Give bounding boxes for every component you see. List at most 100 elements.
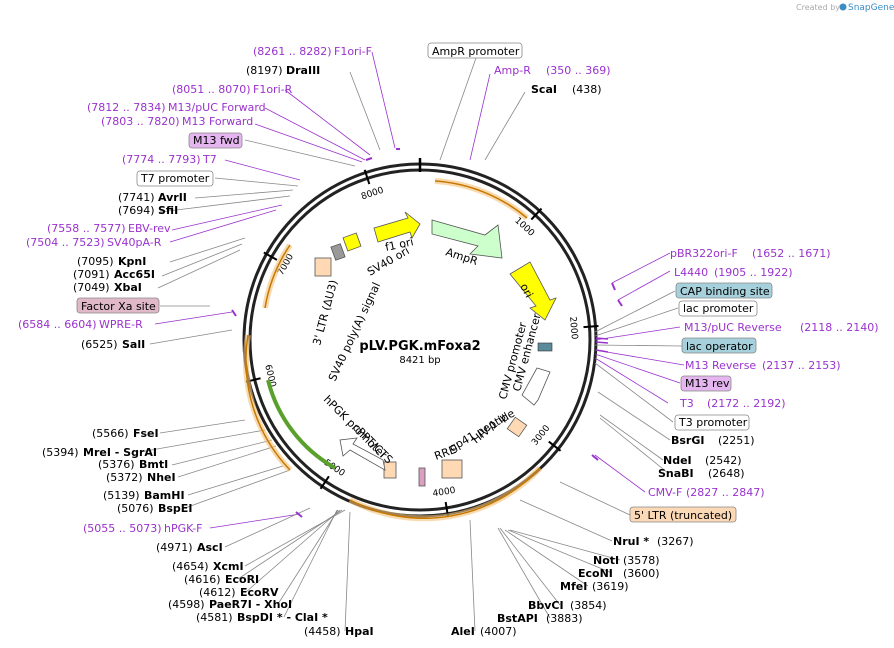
hiv-psi-feature — [506, 416, 528, 438]
ampr-outer-arrow — [434, 180, 528, 219]
label-sv40pa-r: SV40pA-R — [107, 236, 162, 249]
label-xbai-pos: (7049) — [73, 281, 110, 294]
label-bamhi: BamHI — [144, 489, 185, 502]
label-bmti-pos: (5376) — [98, 458, 135, 471]
label-bbvci-pos: (3854) — [570, 599, 607, 612]
tick-label-4000: 4000 — [432, 486, 456, 500]
label-ampr-primer-range: (350 .. 369) — [546, 64, 611, 77]
label-sali: SalI — [122, 338, 145, 351]
label-kpni: KpnI — [118, 255, 146, 268]
ltr3-feature — [314, 257, 332, 277]
label-fsei: FseI — [133, 427, 159, 440]
label-paer7i: PaeR7I - XhoI — [209, 598, 292, 611]
label-bspei-pos: (5076) — [117, 502, 154, 515]
label-m13-forward-range: (7803 .. 7820) — [101, 115, 180, 128]
label-m13-fwd: M13 fwd — [193, 134, 240, 147]
label-mrei-sgrai: MreI - SgrAI — [83, 446, 157, 459]
label-m13-reverse-range: (2137 .. 2153) — [762, 359, 841, 372]
label-noti: NotI — [593, 554, 619, 567]
label-ltr5: 5' LTR (truncated) — [634, 509, 732, 522]
label-snabi: SnaBI — [658, 467, 694, 480]
label-f1ori-f-range: (8261 .. 8282) — [253, 45, 332, 58]
label-m13puc-rev-range: (2118 .. 2140) — [800, 321, 879, 334]
label-mfei-pos: (3619) — [592, 580, 629, 593]
leader-lines — [139, 51, 685, 632]
label-avrii: AvrII — [158, 191, 187, 204]
box-factor-xa — [76, 297, 160, 314]
plasmid-name: pLV.PGK.mFoxa2 — [359, 339, 480, 354]
tick-label-8000: 8000 — [360, 186, 385, 203]
gray-feature — [330, 243, 346, 261]
label-bsrgi-pos: (2251) — [718, 434, 755, 447]
label-dra3: DraIII — [286, 64, 320, 77]
label-t7-promoter: T7 promoter — [140, 172, 210, 185]
label-l4440-range: (1905 .. 1922) — [714, 266, 793, 279]
left-outer-arrow — [245, 334, 291, 471]
tick-label-2000: 2000 — [567, 316, 579, 340]
label-m13puc-fwd-range: (7812 .. 7834) — [87, 101, 166, 114]
label-fsei-pos: (5566) — [92, 427, 129, 440]
label-m13-reverse: M13 Reverse — [685, 359, 756, 372]
ori-feature — [509, 261, 557, 321]
label-alei-pos: (4007) — [480, 625, 517, 638]
hpgk-promoter-feature — [339, 437, 386, 471]
ltr-outer-arrow — [264, 244, 291, 309]
label-ecori: EcoRI — [225, 573, 259, 586]
tick-label-3000: 3000 — [530, 423, 552, 447]
green-arc — [266, 379, 336, 470]
label-paer7i-pos: (4598) — [168, 598, 205, 611]
label-nhei: NheI — [147, 471, 176, 484]
label-pbr322ori-f: pBR322ori-F — [670, 247, 738, 260]
inner-features — [314, 211, 557, 487]
plasmid-size: 8421 bp — [399, 355, 440, 366]
label-bstapi: BstAPI — [497, 612, 538, 625]
box-m13-fwd — [188, 132, 243, 149]
label-hpgk-f: hPGK-F — [164, 522, 202, 535]
tick-mark-8000 — [363, 169, 371, 185]
label-lac-promoter: lac promoter — [683, 302, 754, 315]
label-nrui: NruI * — [613, 535, 649, 548]
label-t3-range: (2172 .. 2192) — [707, 397, 786, 410]
label-f1ori-r: F1ori-R — [253, 83, 293, 96]
label-ori: ori — [517, 281, 535, 300]
label-sfii-pos: (7694) — [118, 204, 155, 217]
outer-labels: (8261 .. 8282) F1ori-F AmpR promoter (81… — [18, 45, 879, 638]
label-bbvci: BbvCI — [528, 599, 564, 612]
label-ndei: NdeI — [663, 454, 692, 467]
cmv-promoter-feature — [521, 367, 551, 406]
label-alei: AleI — [451, 625, 475, 638]
tick-mark-3000 — [548, 440, 562, 452]
label-f1-ori: f1 ori — [384, 235, 415, 254]
label-ebv-rev: EBV-rev — [128, 222, 171, 235]
label-t7-range: (7774 .. 7793) — [122, 153, 201, 166]
label-sv40pa-r-range: (7504 .. 7523) — [26, 236, 105, 249]
box-ltr5 — [629, 506, 737, 523]
label-pbr322ori-f-range: (1652 .. 1671) — [752, 247, 831, 260]
label-ecorv-pos: (4612) — [199, 586, 236, 599]
box-t3-promoter — [674, 414, 750, 431]
rre-feature — [441, 459, 463, 479]
box-lac-promoter — [678, 300, 758, 317]
label-econi-pos: (3600) — [623, 567, 660, 580]
label-m13-rev: M13 rev — [685, 377, 730, 390]
label-wpre-r-range: (6584 .. 6604) — [18, 318, 97, 331]
label-mfei: MfeI — [560, 580, 587, 593]
label-econi: EcoNI — [578, 567, 613, 580]
bottom-outer-arrow — [349, 467, 541, 519]
label-ltr3: 3' LTR (ΔU3) — [310, 279, 340, 347]
tick-mark-5000 — [319, 475, 330, 490]
label-sali-pos: (6525) — [81, 338, 118, 351]
ampr-feature — [431, 219, 503, 259]
label-bmti: BmtI — [139, 458, 168, 471]
label-l4440: L4440 — [674, 266, 708, 279]
box-cap-site — [675, 282, 773, 299]
label-bspei: BspEI — [158, 502, 192, 515]
label-ampr-primer: Amp-R — [494, 64, 531, 77]
label-t3-promoter: T3 promoter — [678, 416, 748, 429]
label-hpai-pos: (4458) — [304, 625, 341, 638]
label-factor-xa: Factor Xa site — [81, 300, 156, 313]
label-noti-pos: (3578) — [623, 554, 660, 567]
label-t3: T3 — [679, 397, 694, 410]
label-acc65i-pos: (7091) — [73, 268, 110, 281]
